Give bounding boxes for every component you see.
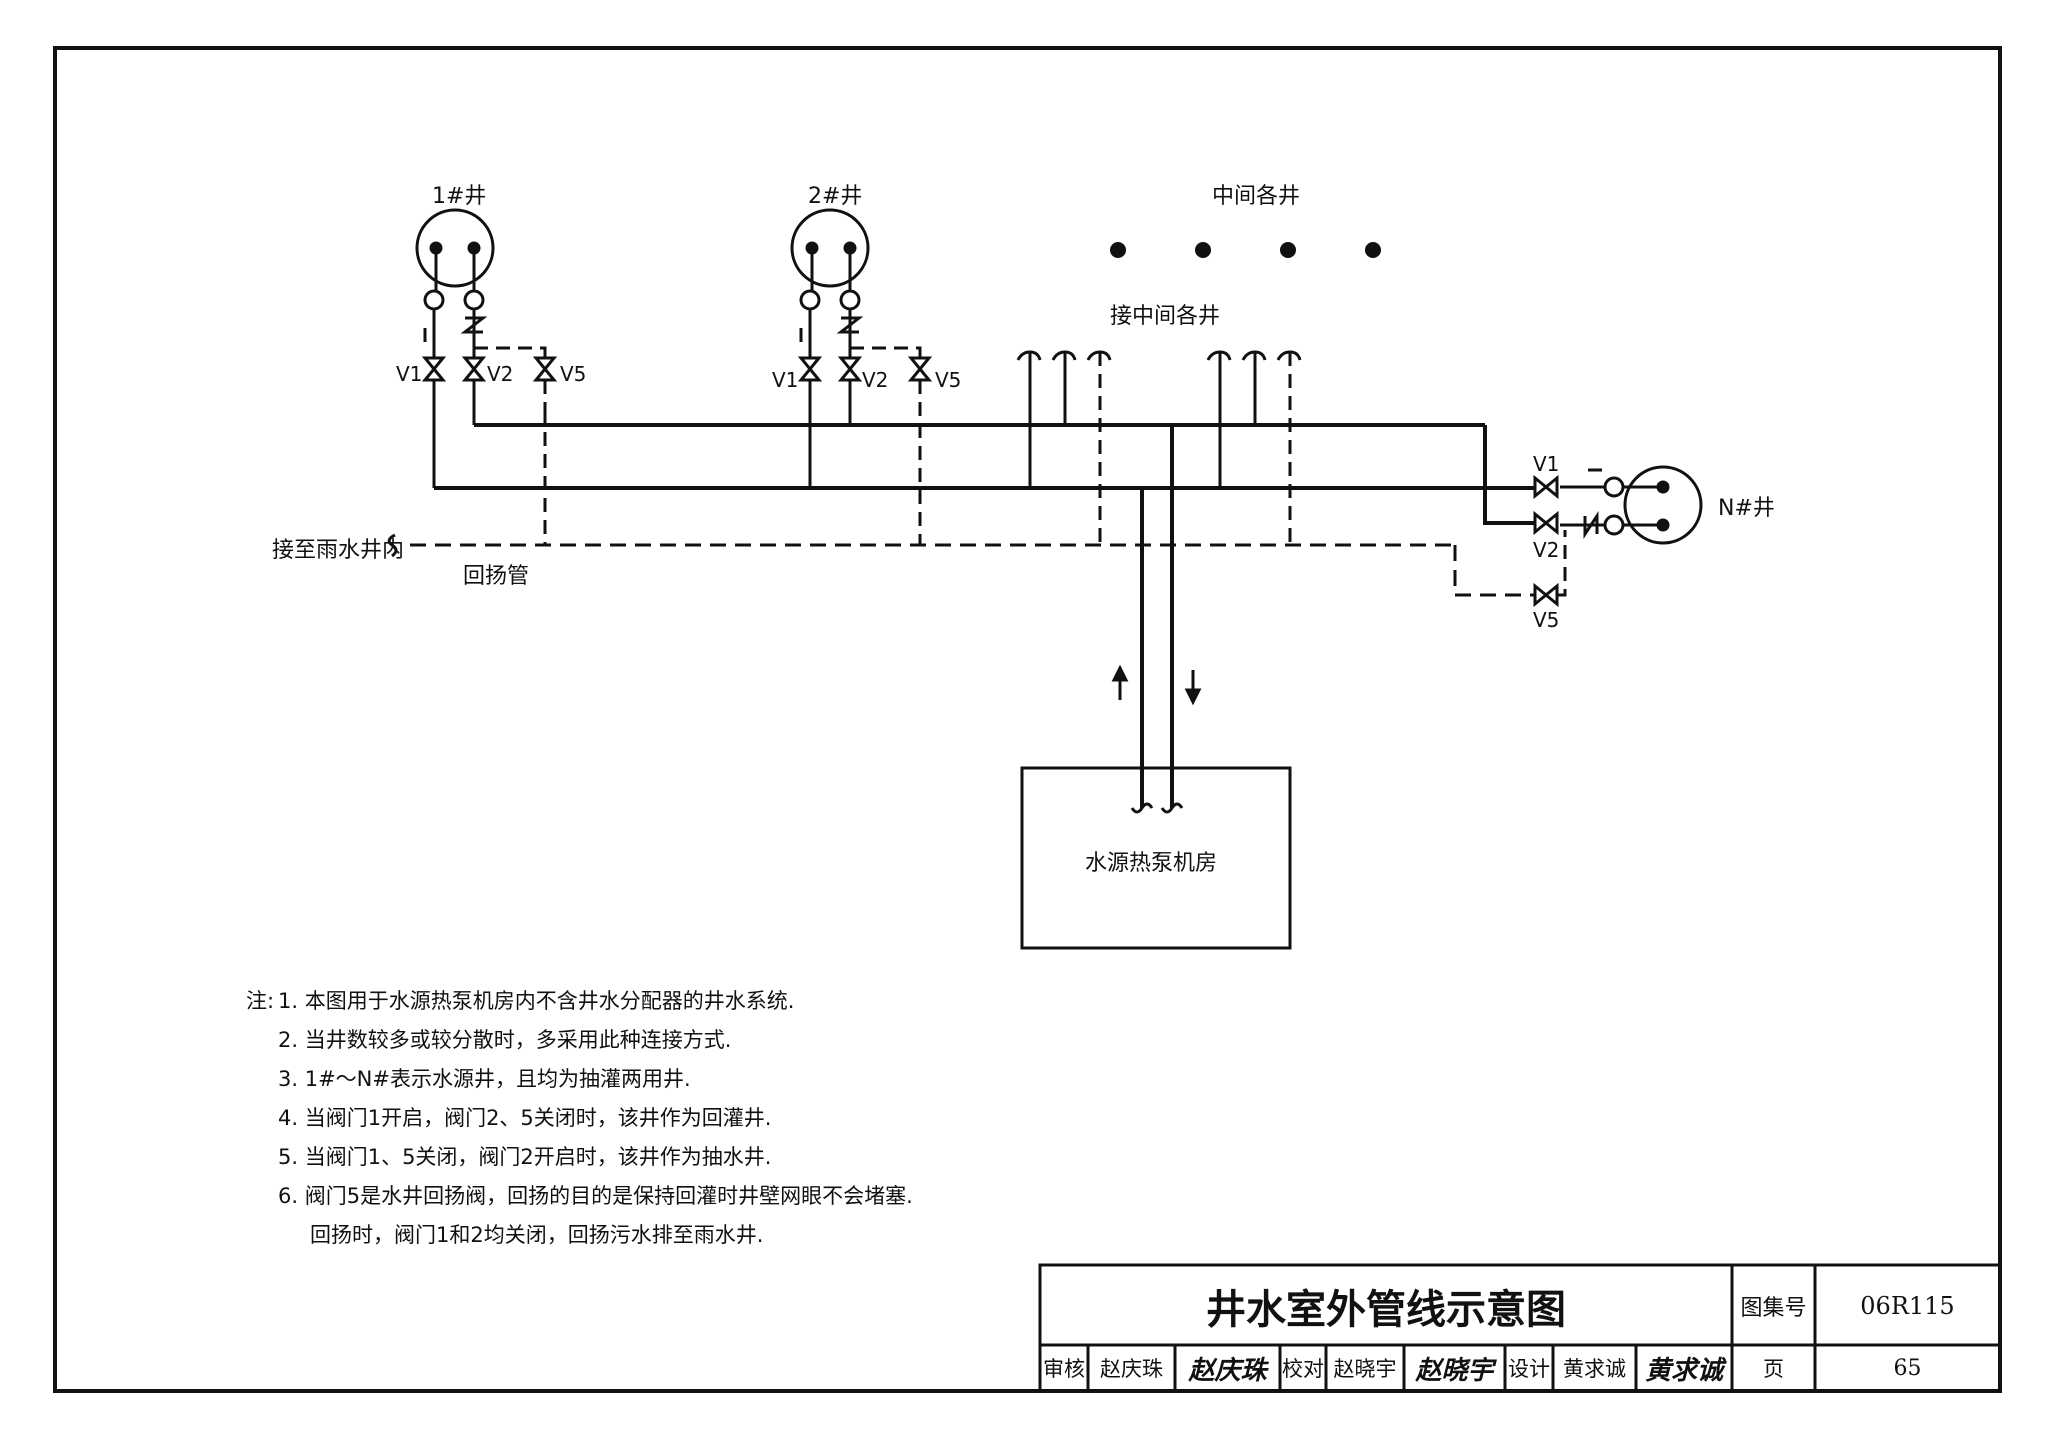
pipe-breaks	[1130, 802, 1184, 814]
checker-name: 赵晓宇	[1333, 1357, 1397, 1381]
well-1-label: 1#井	[432, 184, 487, 209]
reviewer-name: 赵庆珠	[1100, 1357, 1163, 1381]
middle-well-stubs	[1016, 350, 1302, 545]
page-number: 65	[1893, 1355, 1922, 1381]
rain-well-connector	[387, 533, 398, 558]
notes-lead: 注:	[246, 989, 275, 1013]
well-1-valves	[421, 346, 558, 545]
note-5: 5. 当阀门1、5关闭，阀门2开启时，该井作为抽水井.	[278, 1145, 772, 1169]
valve-v5-label-well2: V5	[935, 368, 962, 392]
valve-v2-label-welln: V2	[1533, 538, 1560, 562]
middle-wells-label: 中间各井	[1212, 184, 1301, 209]
page-label: 页	[1763, 1357, 1784, 1381]
note-6-cont: 回扬时，阀门1和2均关闭，回扬污水排至雨水井.	[310, 1223, 764, 1247]
return-header	[434, 486, 1535, 525]
design-label: 设计	[1508, 1357, 1550, 1381]
note-4: 4. 当阀门1开启，阀门2、5关闭时，该井作为回灌井.	[278, 1106, 772, 1130]
well-n-valves	[1533, 474, 1567, 608]
machine-room-label: 水源热泵机房	[1085, 851, 1218, 876]
well-n-label: N#井	[1718, 496, 1775, 521]
note-3: 3. 1#～N#表示水源井，且均为抽灌两用井.	[278, 1067, 691, 1091]
valve-v1-label-well2: V1	[772, 368, 799, 392]
backwash-pipe	[410, 543, 1535, 597]
supply-header	[474, 423, 1487, 488]
well-2-valves	[797, 346, 933, 545]
note-2: 2. 当井数较多或较分散时，多采用此种连接方式.	[278, 1028, 732, 1052]
atlas-number: 06R115	[1860, 1292, 1955, 1320]
connect-middle-label: 接中间各井	[1110, 304, 1221, 329]
valve-v1-label-welln: V1	[1533, 452, 1560, 476]
well-1	[415, 208, 495, 358]
valve-v1-label-well1: V1	[396, 362, 423, 386]
valve-v2-label-well2: V2	[862, 368, 889, 392]
well-n	[1560, 465, 1703, 545]
drawing-title: 井水室外管线示意图	[1206, 1287, 1566, 1333]
rain-well-label: 接至雨水井内	[272, 538, 405, 563]
checker-signature: 赵晓宇	[1415, 1355, 1494, 1386]
middle-wells-dots	[1110, 242, 1381, 258]
well-2-label: 2#井	[808, 184, 863, 209]
valve-v5-label-welln: V5	[1533, 608, 1560, 632]
note-6: 6. 阀门5是水井回扬阀，回扬的目的是保持回灌时井壁网眼不会堵塞.	[278, 1184, 913, 1208]
drawing-frame	[53, 46, 2002, 1393]
designer-signature: 黄求诚	[1644, 1355, 1723, 1386]
well-2	[790, 208, 870, 358]
valve-v2-label-well1: V2	[487, 362, 514, 386]
note-1: 1. 本图用于水源热泵机房内不含井水分配器的井水系统.	[278, 989, 795, 1013]
backwash-label: 回扬管	[463, 564, 530, 589]
atlas-label: 图集号	[1740, 1296, 1807, 1321]
designer-name: 黄求诚	[1563, 1357, 1626, 1381]
review-label: 审核	[1043, 1357, 1085, 1381]
machine-room-pipes	[1140, 425, 1174, 808]
machine-room-box	[1020, 766, 1292, 950]
check-label: 校对	[1282, 1357, 1324, 1381]
reviewer-signature: 赵庆珠	[1188, 1355, 1267, 1386]
flow-arrows	[1111, 664, 1202, 706]
valve-v5-label-well1: V5	[560, 362, 587, 386]
